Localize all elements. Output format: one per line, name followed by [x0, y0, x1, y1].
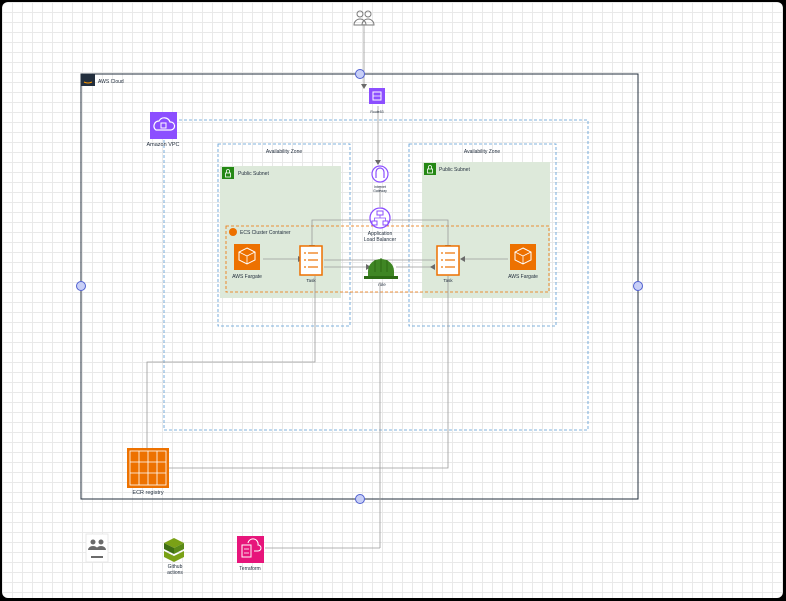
az-right-label: Availability Zone — [464, 149, 501, 155]
task-right-to-ecr-edge — [169, 276, 449, 469]
github-label-line1: Github — [168, 564, 183, 570]
az-left-label: Availability Zone — [266, 149, 303, 155]
github-label-line2: actions — [167, 570, 183, 576]
load-balancer-icon[interactable] — [369, 207, 391, 229]
alb-label-line1: Application — [368, 231, 393, 237]
role-label: role — [378, 282, 386, 287]
task-icon[interactable] — [299, 245, 323, 276]
handle-top — [355, 69, 365, 79]
vpc-label: Amazon VPC — [146, 142, 179, 148]
fargate-icon[interactable] — [510, 244, 536, 270]
vpc-group[interactable] — [163, 119, 589, 431]
subnet-lock-shackle — [428, 165, 432, 169]
role-icon[interactable] — [364, 258, 398, 279]
github-actions-icon[interactable] — [164, 538, 184, 562]
task-right-label: Task — [443, 278, 453, 283]
subnet-lock-body — [427, 168, 433, 174]
alb-to-task-left-edge — [311, 219, 380, 245]
ecr-registry-icon[interactable] — [127, 448, 169, 488]
subnet-lock-body — [225, 172, 231, 178]
internet-gateway-icon[interactable] — [371, 165, 389, 183]
users-group-icon[interactable] — [85, 533, 109, 563]
task-left-label: Task — [306, 278, 316, 283]
handle-right — [633, 281, 643, 291]
terraform-label: Terraform — [239, 566, 260, 572]
ecs-cluster-icon — [229, 228, 237, 236]
task-left-to-ecr-edge — [146, 276, 316, 448]
ecs-cluster-group[interactable] — [225, 225, 550, 293]
aws-logo-icon — [81, 74, 95, 86]
igw-label-line1: Internet — [374, 185, 386, 189]
availability-zone-right[interactable] — [408, 143, 557, 327]
subnet-lock-shackle — [226, 169, 230, 173]
terraform-icon[interactable] — [237, 536, 264, 563]
public-subnet-left[interactable] — [220, 166, 341, 298]
connection-handles[interactable] — [76, 69, 643, 504]
route53-icon[interactable] — [369, 88, 385, 104]
aws-cloud-label: AWS Cloud — [98, 79, 124, 85]
fargate-icon[interactable] — [234, 244, 260, 270]
subnet-left-label: Public Subnet — [238, 171, 269, 177]
availability-zone-left[interactable] — [217, 143, 351, 327]
route53-label: Route53 — [370, 110, 383, 114]
alb-to-task-right-edge — [380, 219, 449, 245]
users-icon[interactable] — [353, 10, 375, 26]
ecr-label: ECR registry — [132, 490, 163, 496]
vpc-icon[interactable] — [150, 112, 177, 139]
fargate-left-label: AWS Fargate — [232, 274, 262, 280]
ecs-cluster-label: ECS Cluster Container — [240, 230, 291, 236]
subnet-right-label: Public Subnet — [439, 167, 470, 173]
task-icon[interactable] — [436, 245, 460, 276]
fargate-right-label: AWS Fargate — [508, 274, 538, 280]
handle-left — [76, 281, 86, 291]
igw-label-line2: Gateway — [373, 189, 387, 193]
connector-lines — [146, 24, 508, 549]
alb-label-line2: Load Balancer — [364, 237, 397, 243]
handle-bottom — [355, 494, 365, 504]
